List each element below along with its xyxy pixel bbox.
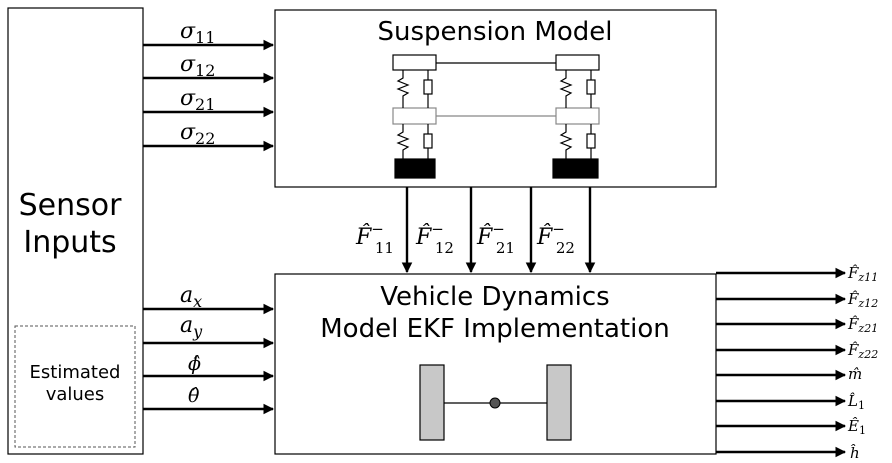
label-theta-hat: θ̂ xyxy=(188,385,200,407)
label-out-m: m̂ xyxy=(848,365,862,383)
force-link-arrows xyxy=(401,187,596,274)
label-sigma-12: σ12 xyxy=(180,52,215,80)
label-out-fz11: F̂z11 xyxy=(847,264,878,284)
output-labels: F̂z11 F̂z12 F̂z21 F̂z22 m̂ L̂1 Ê1 ĥ xyxy=(847,264,878,462)
vehicle-dynamics-block: Vehicle Dynamics Model EKF Implementatio… xyxy=(274,273,717,455)
label-out-fz21: F̂z21 xyxy=(847,315,878,335)
estimated-values-label-line2: values xyxy=(46,384,105,405)
label-out-e1: Ê1 xyxy=(847,417,866,437)
suspension-input-labels: σ11 σ12 σ21 σ22 xyxy=(180,19,215,148)
sensor-inputs-block: Sensor Inputs xyxy=(7,7,144,455)
output-arrows xyxy=(716,267,847,458)
label-sigma-11: σ11 xyxy=(180,19,215,47)
label-out-h: ĥ xyxy=(850,444,860,462)
label-out-fz12: F̂z12 xyxy=(847,290,878,310)
vehicle-dynamics-title-line1: Vehicle Dynamics xyxy=(380,282,609,312)
label-sigma-21: σ21 xyxy=(180,86,215,114)
label-f-12: F̂−12 xyxy=(415,220,454,257)
estimated-values-label-line1: Estimated xyxy=(30,362,121,383)
sensor-inputs-label-line2: Inputs xyxy=(23,225,116,260)
label-f-22: F̂−22 xyxy=(536,220,575,257)
suspension-model-title: Suspension Model xyxy=(378,17,613,47)
label-sigma-22: σ22 xyxy=(180,120,215,148)
suspension-input-arrows xyxy=(143,39,275,152)
suspension-model-block: Suspension Model xyxy=(274,9,717,188)
vehicle-input-labels: ax ay ϕ̂ θ̂ xyxy=(180,283,203,407)
axle-schematic-icon xyxy=(419,364,572,441)
estimated-values-box: Estimated values xyxy=(14,325,136,448)
label-out-fz22: F̂z22 xyxy=(847,341,878,361)
label-phi-hat: ϕ̂ xyxy=(188,353,201,375)
suspension-schematic-icon xyxy=(392,54,600,179)
label-f-11: F̂−11 xyxy=(355,220,394,257)
label-a-x: ax xyxy=(180,283,202,311)
sensor-inputs-label-line1: Sensor xyxy=(19,188,122,223)
label-a-y: ay xyxy=(180,313,203,341)
label-f-21: F̂−21 xyxy=(476,220,515,257)
vehicle-input-arrows xyxy=(143,303,275,415)
force-link-labels: F̂−11 F̂−12 F̂−21 F̂−22 xyxy=(355,220,575,257)
label-out-l1: L̂1 xyxy=(847,392,865,412)
vehicle-dynamics-title-line2: Model EKF Implementation xyxy=(320,314,669,344)
